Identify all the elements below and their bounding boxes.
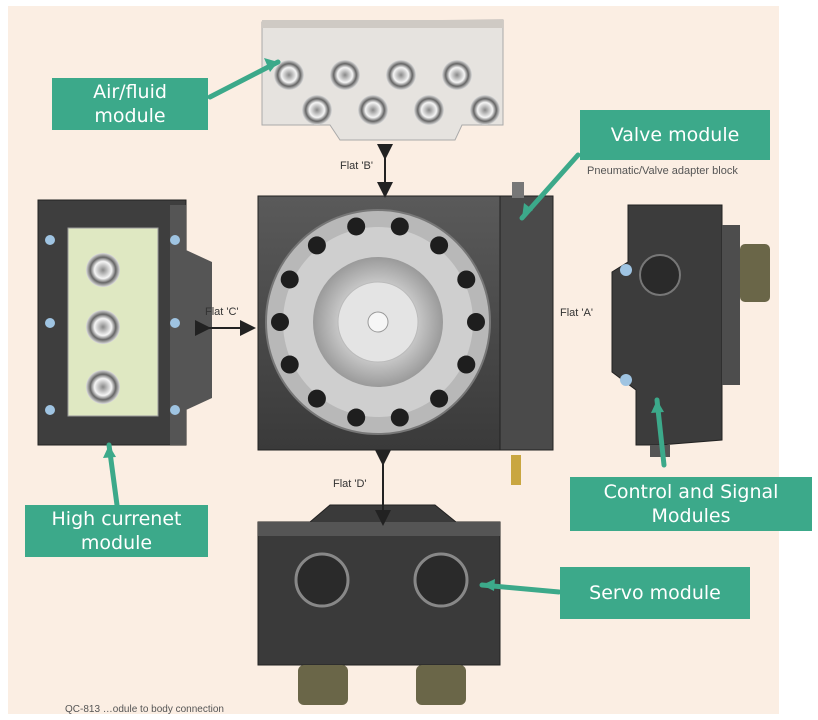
mounting-hole bbox=[271, 313, 289, 331]
fluid-port bbox=[274, 60, 304, 90]
screw bbox=[170, 405, 180, 415]
mounting-hole bbox=[430, 389, 449, 408]
fluid-port bbox=[358, 95, 388, 125]
servo-arrowhead bbox=[482, 579, 495, 591]
screw bbox=[170, 318, 180, 328]
figure-caption-fragment: QC-813 …odule to body connection bbox=[65, 704, 224, 715]
servo-module-drawing bbox=[257, 504, 501, 705]
flat-d-label: Flat 'D' bbox=[333, 478, 367, 490]
center-master-module-drawing bbox=[257, 182, 554, 485]
mounting-hole bbox=[347, 217, 366, 236]
air-fluid-arrowhead bbox=[264, 58, 278, 72]
mounting-hole bbox=[457, 270, 476, 289]
control-signal-arrowhead bbox=[651, 400, 664, 413]
mounting-hole bbox=[280, 355, 299, 374]
mounting-hole bbox=[390, 408, 409, 427]
fluid-port bbox=[302, 95, 332, 125]
valve-pointer bbox=[519, 152, 581, 221]
mounting-hole bbox=[280, 270, 299, 289]
mounting-hole bbox=[347, 408, 366, 427]
mounting-hole bbox=[307, 236, 326, 255]
flat-c-label: Flat 'C' bbox=[205, 306, 239, 318]
high-current-arrowhead bbox=[103, 445, 116, 458]
valve-arrowhead bbox=[522, 203, 533, 218]
high-current-module-drawing bbox=[37, 199, 212, 446]
fluid-port bbox=[386, 60, 416, 90]
mounting-hole bbox=[390, 217, 409, 236]
screw bbox=[170, 235, 180, 245]
air-fluid-module-label: Air/fluid module bbox=[52, 78, 208, 130]
valve-module-label: Valve module bbox=[580, 110, 770, 160]
mounting-hole bbox=[457, 355, 476, 374]
flat-a-label: Flat 'A' bbox=[560, 307, 593, 319]
control-signal-module-drawing bbox=[611, 204, 770, 457]
fluid-port bbox=[330, 60, 360, 90]
air-fluid-module-drawing bbox=[261, 19, 504, 141]
screw bbox=[45, 318, 55, 328]
fluid-port bbox=[470, 95, 500, 125]
mounting-hole bbox=[307, 389, 326, 408]
fluid-port bbox=[414, 95, 444, 125]
servo-module-label: Servo module bbox=[560, 567, 750, 619]
high-current-module-label: High currenet module bbox=[25, 505, 208, 557]
mounting-hole bbox=[430, 236, 449, 255]
flat-b-label: Flat 'B' bbox=[340, 160, 373, 172]
screw bbox=[45, 405, 55, 415]
screw bbox=[45, 235, 55, 245]
control-signal-modules-label: Control and Signal Modules bbox=[570, 477, 812, 531]
fluid-port bbox=[442, 60, 472, 90]
air-fluid-pointer bbox=[207, 59, 281, 100]
servo-pointer bbox=[479, 582, 562, 595]
mounting-hole bbox=[467, 313, 485, 331]
adapter-block-note: Pneumatic/Valve adapter block bbox=[587, 165, 738, 177]
